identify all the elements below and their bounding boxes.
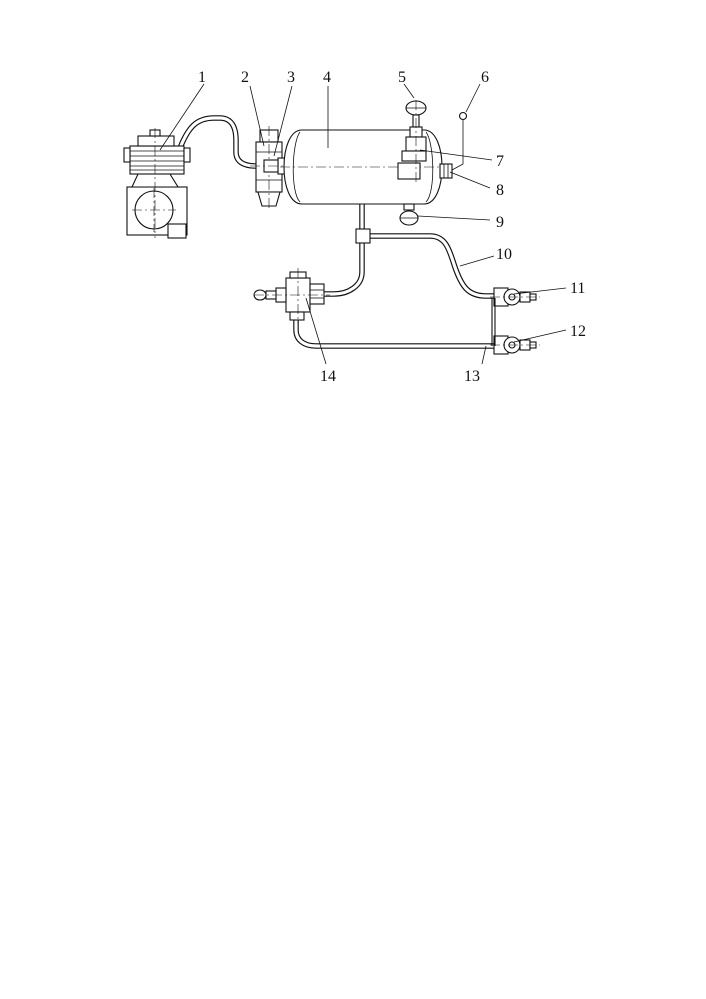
callout-2: 2 [241,69,249,86]
pipe-10 [365,233,499,299]
safety-valve [397,100,427,184]
callout-6: 6 [481,69,489,86]
leader-lines [159,83,567,365]
coupling-head-lower [490,335,540,355]
callout-1: 1 [198,69,206,86]
relay-valve [253,268,330,324]
callout-7: 7 [496,153,504,170]
callout-13: 13 [464,368,480,385]
pipe-compressor-to-separator [177,115,259,169]
pressure-switch [439,163,453,179]
callout-labels: 1 2 3 4 5 6 7 8 9 10 11 12 13 14 [198,69,586,385]
coupling-head-upper [490,287,540,307]
wire-6 [451,111,468,171]
callout-8: 8 [496,182,504,199]
callout-9: 9 [496,214,504,231]
air-compressor [123,128,191,239]
callout-14: 14 [320,368,336,385]
callout-11: 11 [570,280,585,297]
callout-12: 12 [570,323,586,340]
callout-4: 4 [323,69,331,86]
tee-fitting [355,228,371,244]
callout-5: 5 [398,69,406,86]
pipe-tee-to-relay-valve [319,237,365,297]
callout-10: 10 [496,246,512,263]
coupling-bracket [491,298,496,346]
air-reservoir [280,129,446,205]
drain-valve [399,203,419,226]
pipe-13 [293,309,499,349]
callout-3: 3 [287,69,295,86]
